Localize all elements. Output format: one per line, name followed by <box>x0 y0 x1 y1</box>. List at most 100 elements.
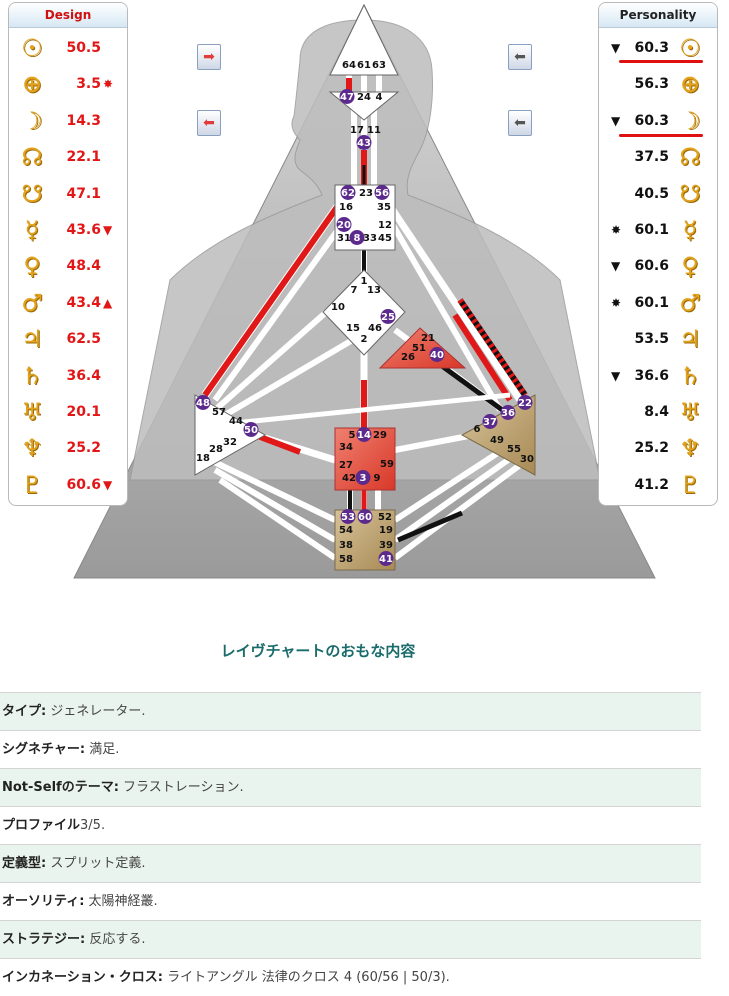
summary-value: 3/5. <box>80 818 106 833</box>
gate-badge <box>356 427 372 442</box>
planet-glyph-icon: ♇ <box>679 470 701 499</box>
design-marker: ✸ <box>103 77 114 92</box>
gate-label: 41 <box>379 554 393 565</box>
design-row: ♀48.4 <box>9 251 127 281</box>
summary-label: 定義型: <box>2 856 47 871</box>
summary-value: 太陽神経叢. <box>84 894 158 909</box>
gate-label: 23 <box>359 188 373 199</box>
planet-glyph-icon: ☽ <box>21 106 43 135</box>
gate-label: 17 <box>350 125 364 136</box>
planet-glyph-icon: ☊ <box>679 143 701 172</box>
personality-panel: Personality ☉60.3▼⊕56.3☽60.3▼☊37.5☋40.5☿… <box>598 2 718 506</box>
personality-marker: ▼ <box>611 368 621 383</box>
design-row: ♄36.4 <box>9 361 127 391</box>
planet-glyph-icon: ⊕ <box>679 70 701 99</box>
personality-marker: ▼ <box>611 41 621 55</box>
personality-value: 25.2 <box>634 440 669 457</box>
gate-badge <box>429 347 445 362</box>
ego-center <box>378 327 467 369</box>
gate-badge <box>482 414 498 429</box>
planet-glyph-icon: ☿ <box>682 216 698 244</box>
personality-back-button-2[interactable]: ⬅ <box>508 110 532 136</box>
summary-row: Not-Selfのテーマ: フラストレーション. <box>0 768 701 806</box>
summary-title: レイヴチャートのおもな内容 <box>220 642 416 660</box>
gate-label: 27 <box>339 460 353 471</box>
gate-badge <box>357 509 373 524</box>
design-value: 36.4 <box>66 367 101 384</box>
gate-badge <box>355 470 371 485</box>
design-value: 25.2 <box>66 440 101 457</box>
design-value: 50.5 <box>66 40 101 56</box>
personality-value: 56.3 <box>634 76 669 93</box>
gate-badge <box>356 135 372 150</box>
gate-label: 11 <box>367 125 381 136</box>
left-arrow-icon: ⬅ <box>514 49 526 65</box>
g-center <box>322 269 406 356</box>
personality-value: 40.5 <box>634 185 669 202</box>
summary-row: タイプ: ジェネレーター. <box>0 692 701 730</box>
summary-row: 定義型: スプリット定義. <box>0 844 701 882</box>
gate-label: 30 <box>520 454 534 465</box>
design-back-button[interactable]: ⬅ <box>197 110 221 136</box>
design-forward-button[interactable]: ➡ <box>197 44 221 70</box>
summary-label: オーソリティ: <box>2 894 85 909</box>
gate-label: 43 <box>357 138 371 149</box>
planet-glyph-icon: ☿ <box>24 216 40 244</box>
design-row: ☿43.6▼ <box>9 215 127 245</box>
design-title: Design <box>9 3 127 28</box>
gate-label: 50 <box>244 425 258 436</box>
planet-glyph-icon: ♆ <box>679 434 701 463</box>
design-value: 62.5 <box>66 331 101 348</box>
summary-value: フラストレーション. <box>118 780 244 795</box>
gate-badge <box>378 551 394 566</box>
design-value: 43.6 <box>66 222 101 238</box>
summary-value: ジェネレーター. <box>46 704 146 719</box>
planet-glyph-icon: ♃ <box>21 325 43 354</box>
planet-glyph-icon: ☋ <box>21 179 43 208</box>
gate-badge <box>195 395 211 410</box>
gate-label: 12 <box>378 220 392 231</box>
personality-value: 36.6 <box>634 367 669 384</box>
summary-value: 満足. <box>85 742 120 757</box>
gate-label: 46 <box>368 323 382 334</box>
personality-back-button-1[interactable]: ⬅ <box>508 44 532 70</box>
gate-label: 6 <box>474 424 481 435</box>
planet-glyph-icon: ☋ <box>679 179 701 208</box>
gate-label: 34 <box>339 442 353 453</box>
gate-label: 40 <box>430 350 444 361</box>
design-value: 20.1 <box>66 404 101 420</box>
channels <box>201 75 528 561</box>
solar-plexus-center <box>460 394 536 476</box>
summary-row: ストラテジー: 反応する. <box>0 920 701 958</box>
gate-label: 14 <box>357 430 371 441</box>
design-row: ♃ 62.5 <box>9 324 127 354</box>
gate-label: 13 <box>367 285 381 296</box>
gate-label: 10 <box>331 302 345 313</box>
gate-label: 20 <box>337 220 351 231</box>
personality-moon-underline <box>619 134 703 137</box>
personality-value: 60.1 <box>634 294 669 311</box>
design-panel: Design ☉50.5⊕3.5✸☽14.3☊22.1☋47.1☿43.6▼♀4… <box>8 2 128 506</box>
personality-row: ☉60.3▼ <box>599 33 717 63</box>
design-row: ♂43.4▲ <box>9 288 127 318</box>
summary-row: オーソリティ: 太陽神経叢. <box>0 882 701 920</box>
personality-row: ♀60.6▼ <box>599 251 717 281</box>
right-arrow-icon: ➡ <box>203 49 215 65</box>
gate-label: 1 <box>361 276 368 287</box>
gate-label: 52 <box>378 512 392 523</box>
personality-row: ♅8.4 <box>599 397 717 427</box>
summary-table: タイプ: ジェネレーター.シグネチャー: 満足.Not-Selfのテーマ: フラ… <box>0 692 701 996</box>
gate-badge <box>340 185 356 200</box>
gate-label: 57 <box>212 407 226 418</box>
gate-label: 16 <box>339 202 353 213</box>
gate-label: 31 <box>337 233 351 244</box>
gate-label: 59 <box>380 459 394 470</box>
gate-label: 19 <box>379 525 393 536</box>
planet-glyph-icon: ♄ <box>679 361 701 390</box>
personality-row: ♂60.1✸ <box>599 288 717 318</box>
gate-badge <box>517 395 533 410</box>
gate-label: 26 <box>401 352 415 363</box>
gate-label: 3 <box>360 473 367 484</box>
planet-glyph-icon: ♂ <box>679 288 701 317</box>
